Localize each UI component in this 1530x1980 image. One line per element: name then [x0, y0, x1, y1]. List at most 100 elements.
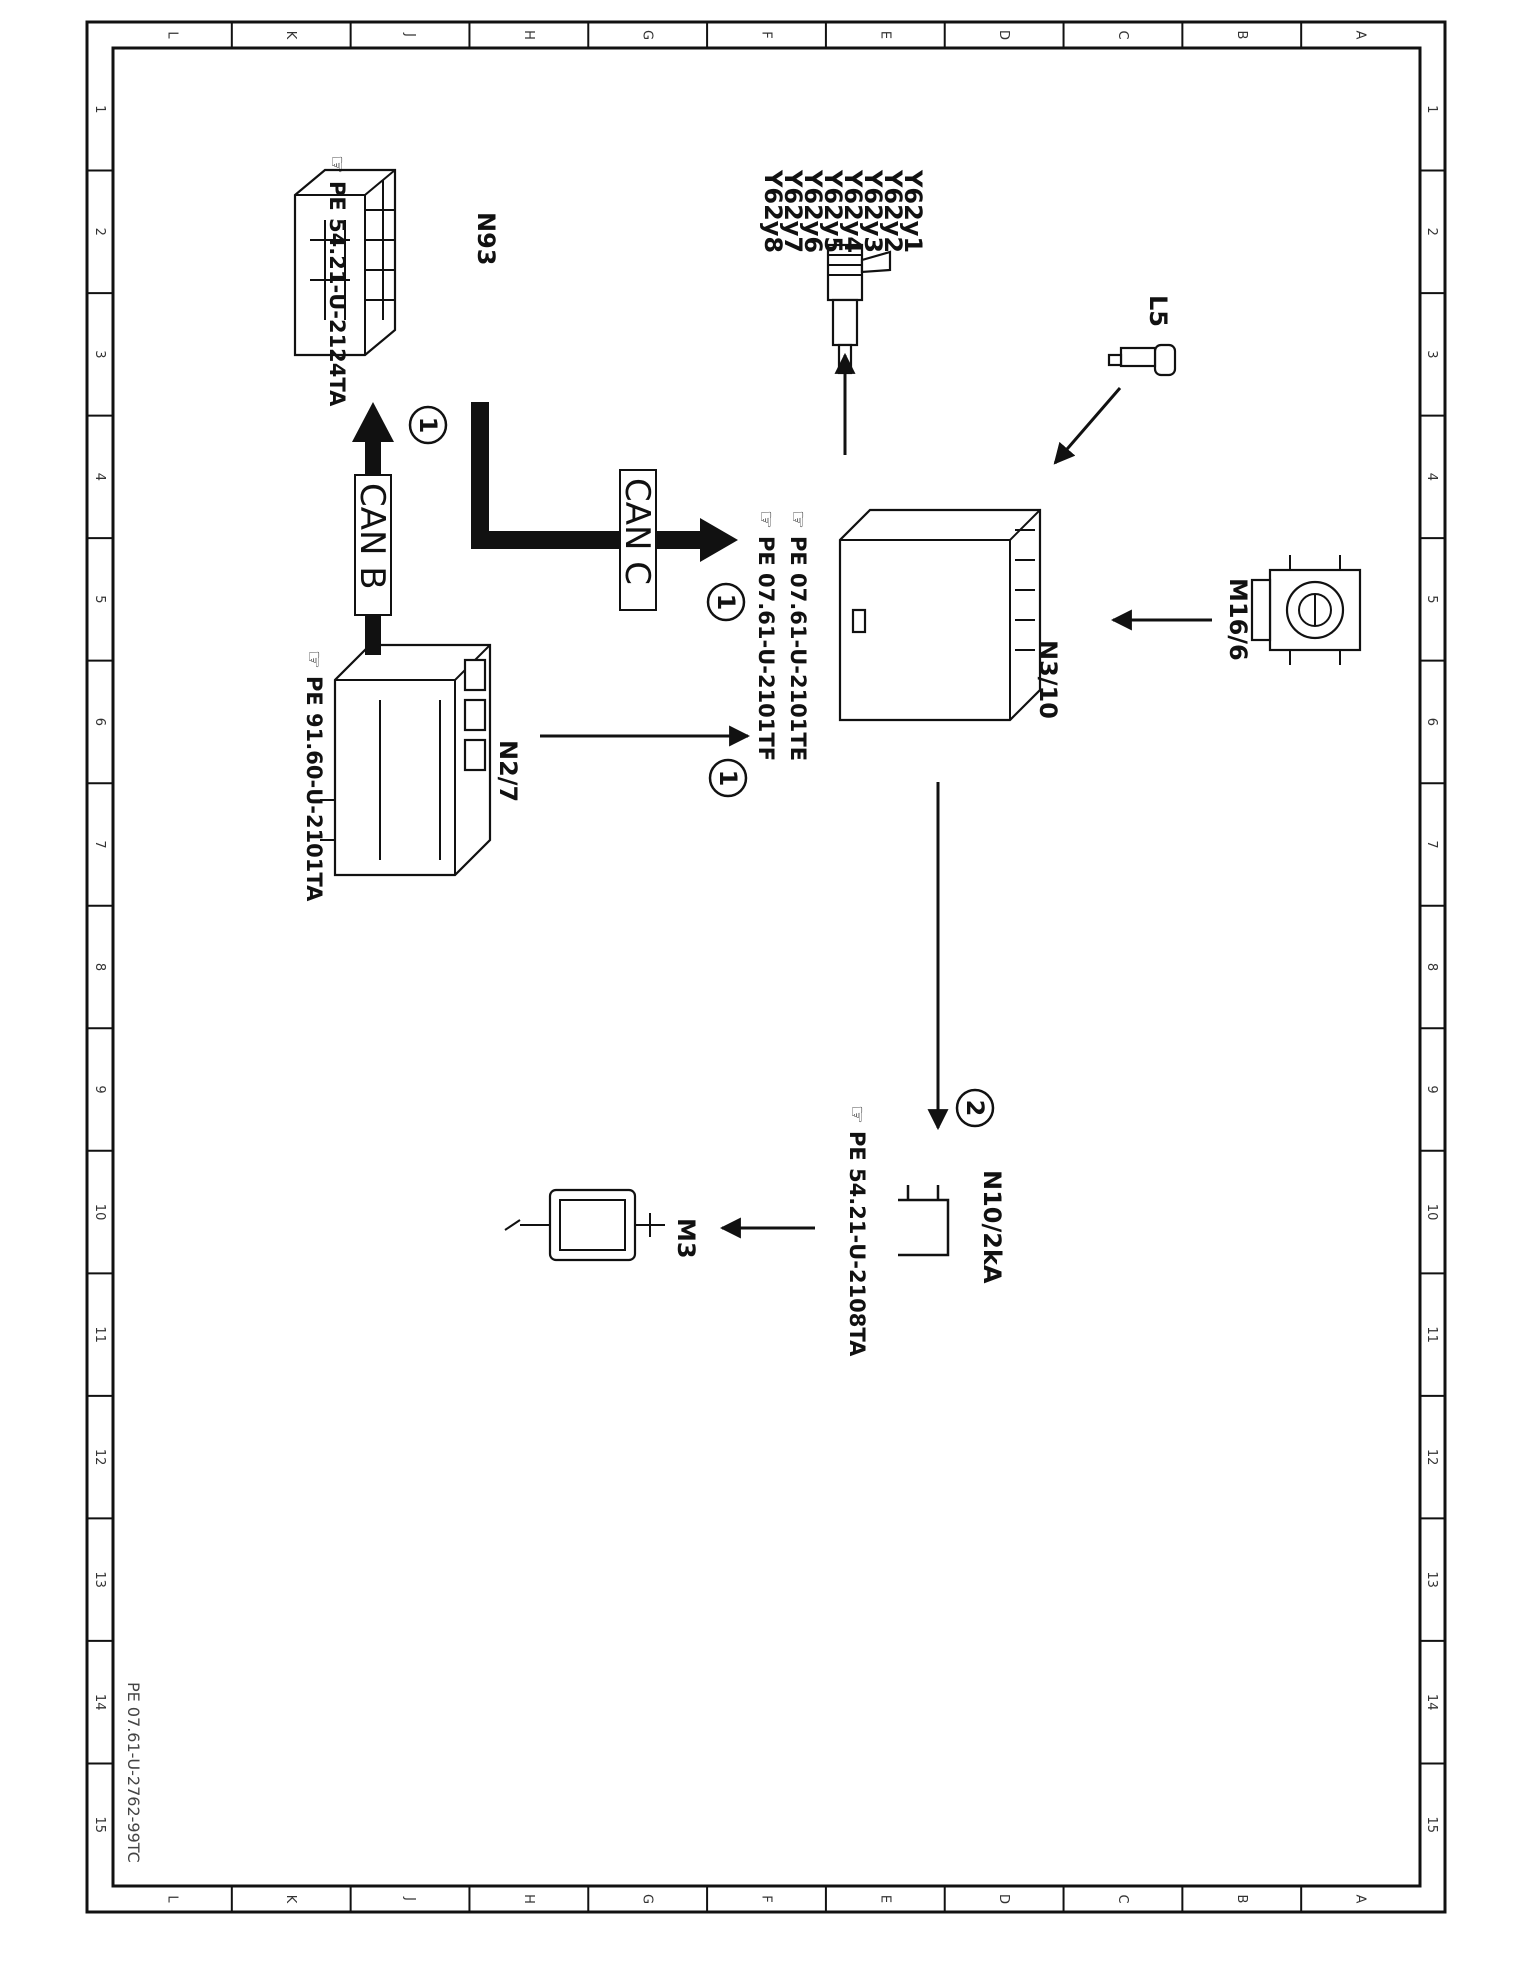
grid-column-label: D [996, 1894, 1011, 1904]
svg-text:1: 1 [714, 770, 742, 787]
svg-text:1: 1 [712, 594, 740, 611]
m16-6-label: M16/6 [1224, 578, 1252, 661]
grid-column-label: D [996, 30, 1011, 40]
grid-row-label: 8 [92, 963, 107, 971]
grid-row-label: 14 [92, 1694, 107, 1711]
grid-column-label: E [877, 31, 892, 39]
can-b-box [354, 474, 392, 616]
grid-row-label: 4 [92, 473, 107, 481]
injector-label: Y62y7 [779, 169, 807, 253]
n10-2ka-ref: ☞ PE 54.21-U-2108TA [845, 1105, 869, 1357]
grid-row-label: 9 [92, 1085, 107, 1093]
inner-frame [111, 46, 1422, 1888]
grid-row-label: 12 [1424, 1449, 1439, 1466]
grid-row-label: 15 [1424, 1816, 1439, 1833]
grid-row-label: 1 [1424, 105, 1439, 113]
n2-7-ref: ☞ PE 91.60-U-2101TA [302, 650, 326, 902]
injector-label: Y62y5 [819, 169, 847, 253]
injector-label: Y62y6 [799, 169, 827, 253]
grid-row-label: 7 [1424, 840, 1439, 848]
grid-row-label: 5 [1424, 595, 1439, 603]
n10-2ka-ref-text: PE 54.21-U-2108TA [845, 1131, 869, 1357]
n3-10-control-unit-icon [838, 508, 1042, 722]
grid-column-label: B [1234, 1895, 1249, 1904]
hand-pointer-icon: ☞ [754, 510, 778, 529]
l5-sensor-icon [1107, 343, 1177, 377]
grid-row-label: 2 [1424, 228, 1439, 236]
grid-column-label: C [1115, 1894, 1130, 1903]
n3-10-ref-text-2: PE 07.61-U-2101TF [754, 536, 778, 761]
n93-label: N93 [472, 212, 500, 265]
m3-label: M3 [672, 1218, 700, 1259]
n93-ref-text: PE 54.21-U-2124TA [325, 181, 349, 407]
grid-row-label: 3 [1424, 350, 1439, 358]
n2-7-ref-text: PE 91.60-U-2101TA [302, 676, 326, 902]
injector-label: Y62y2 [879, 169, 907, 253]
grid-column-label: E [877, 1895, 892, 1903]
grid-row-label: 12 [92, 1449, 107, 1466]
grid-row-label: 13 [1424, 1571, 1439, 1588]
document-ref: PE 07.61-U-2762-99TC [124, 1682, 143, 1863]
marker-2-n10-2ka: 2 [955, 1088, 995, 1128]
fuel-injector-icon [826, 243, 892, 375]
grid-row-label: 8 [1424, 963, 1439, 971]
grid-row-label: 6 [92, 718, 107, 726]
hand-pointer-icon: ☞ [302, 650, 326, 669]
grid-column-label: J [402, 1896, 417, 1901]
marker-1-can-c: 1 [706, 582, 746, 622]
n3-10-ref-2: ☞ PE 07.61-U-2101TF [754, 510, 778, 761]
grid-column-label: K [283, 31, 298, 40]
grid-row-label: 14 [1424, 1694, 1439, 1711]
svg-text:1: 1 [414, 417, 442, 434]
m16-6-throttle-actuator-icon [1250, 555, 1362, 665]
n3-10-label: N3/10 [1034, 640, 1062, 719]
can-b-label: CAN B [352, 483, 392, 590]
n3-10-ref-1: ☞ PE 07.61-U-2101TE [786, 510, 810, 761]
n3-10-ref-text-1: PE 07.61-U-2101TE [786, 536, 810, 761]
injector-label: Y62y4 [839, 169, 867, 253]
grid-column-label: L [164, 31, 179, 39]
grid-row-label: 10 [92, 1204, 107, 1221]
grid-column-label: A [1353, 31, 1368, 40]
l5-label: L5 [1144, 295, 1172, 327]
can-c-line [471, 402, 700, 549]
grid-column-label: K [283, 1895, 298, 1904]
hand-pointer-icon: ☞ [786, 510, 810, 529]
grid-row-label: 9 [1424, 1085, 1439, 1093]
grid-row-label: 2 [92, 228, 107, 236]
grid-row-label: 3 [92, 350, 107, 358]
grid-row-label: 4 [1424, 473, 1439, 481]
n10-2ka-label: N10/2kA [978, 1170, 1006, 1284]
grid-row-label: 10 [1424, 1204, 1439, 1221]
m3-fuel-pump-icon [504, 1188, 665, 1262]
svg-text:2: 2 [961, 1100, 989, 1117]
grid-ticks [87, 22, 1445, 1912]
can-c-line-inner [474, 404, 700, 546]
grid-column-label: A [1353, 1895, 1368, 1904]
injector-label: Y62y1 [899, 169, 927, 253]
outer-frame [85, 20, 1447, 1914]
grid-row-label: 11 [1424, 1326, 1439, 1343]
n93-ref: ☞ PE 54.21-U-2124TA [325, 155, 349, 407]
grid-row-label: 11 [92, 1326, 107, 1343]
marker-1-n2-7: 1 [708, 758, 748, 798]
l5-to-n3-10-arrow [1053, 387, 1122, 465]
grid-column-label: G [640, 30, 655, 40]
hand-pointer-icon: ☞ [845, 1105, 869, 1124]
grid-column-label: J [402, 32, 417, 37]
can-c-box [619, 469, 657, 611]
can-c-label: CAN C [617, 478, 657, 585]
grid-column-label: H [521, 30, 536, 40]
grid-column-label: F [759, 31, 774, 38]
marker-1-can-b: 1 [408, 405, 448, 445]
n93-module-icon [293, 168, 397, 357]
can-c-arrowhead [700, 518, 738, 562]
grid-row-label: 7 [92, 840, 107, 848]
can-b-arrowhead [352, 402, 394, 442]
grid-column-label: B [1234, 31, 1249, 40]
grid-row-label: 15 [92, 1816, 107, 1833]
grid-column-label: G [640, 1894, 655, 1904]
